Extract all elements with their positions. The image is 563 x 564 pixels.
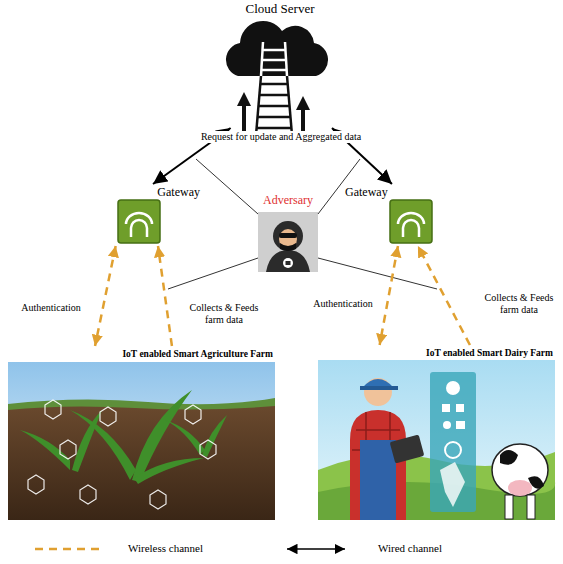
edge-label: Authentication: [308, 298, 378, 310]
hacker-icon: [258, 212, 318, 272]
gateway-node: Gateway: [112, 184, 204, 246]
wireless-link: [418, 246, 470, 345]
node-heading-box: IoT enabled Smart Dairy Farm: [318, 345, 555, 359]
wireless-link: [158, 246, 172, 346]
node-heading: Adversary: [263, 194, 313, 208]
wireless-link: [380, 246, 398, 345]
node-heading-box: Gateway: [112, 184, 204, 200]
node-heading: Cloud Server: [246, 2, 315, 17]
node-heading-box: Adversary: [250, 192, 326, 208]
edge-label: Authentication: [14, 302, 88, 314]
gateway-node: Gateway: [340, 184, 435, 246]
agriculture-picture: [8, 362, 275, 520]
attack-line: [168, 159, 437, 289]
dairy-picture: [318, 360, 555, 520]
edge-label: Collects & Feeds farm data: [180, 302, 268, 326]
wireless-link: [95, 246, 116, 346]
legend-text: Wired channel: [378, 542, 442, 554]
gateway-icon: [390, 200, 432, 243]
channel-label: Request for update and Aggregated data: [175, 131, 387, 143]
node-heading-box: Gateway: [340, 184, 435, 200]
edge-label: Collects & Feeds farm data: [478, 292, 560, 316]
node-heading: Gateway: [157, 186, 200, 200]
legend-sample: [35, 548, 105, 551]
adversary-node: Adversary: [250, 192, 326, 274]
node-heading: IoT enabled Smart Dairy Farm: [426, 348, 553, 359]
node-heading: Gateway: [345, 186, 388, 200]
farm-node: IoT enabled Smart Dairy Farm: [318, 345, 555, 521]
cloud-icon: [226, 21, 328, 135]
node-heading: IoT enabled Smart Agriculture Farm: [122, 349, 273, 360]
farm-node: IoT enabled Smart Agriculture Farm: [8, 346, 275, 521]
server-node: Cloud Server: [215, 0, 345, 128]
node-heading-box: Cloud Server: [215, 0, 345, 17]
gateway-icon: [118, 200, 160, 243]
node-heading-box: IoT enabled Smart Agriculture Farm: [8, 346, 275, 360]
legend-text: Wireless channel: [128, 542, 203, 554]
legend-sample: [287, 548, 345, 550]
